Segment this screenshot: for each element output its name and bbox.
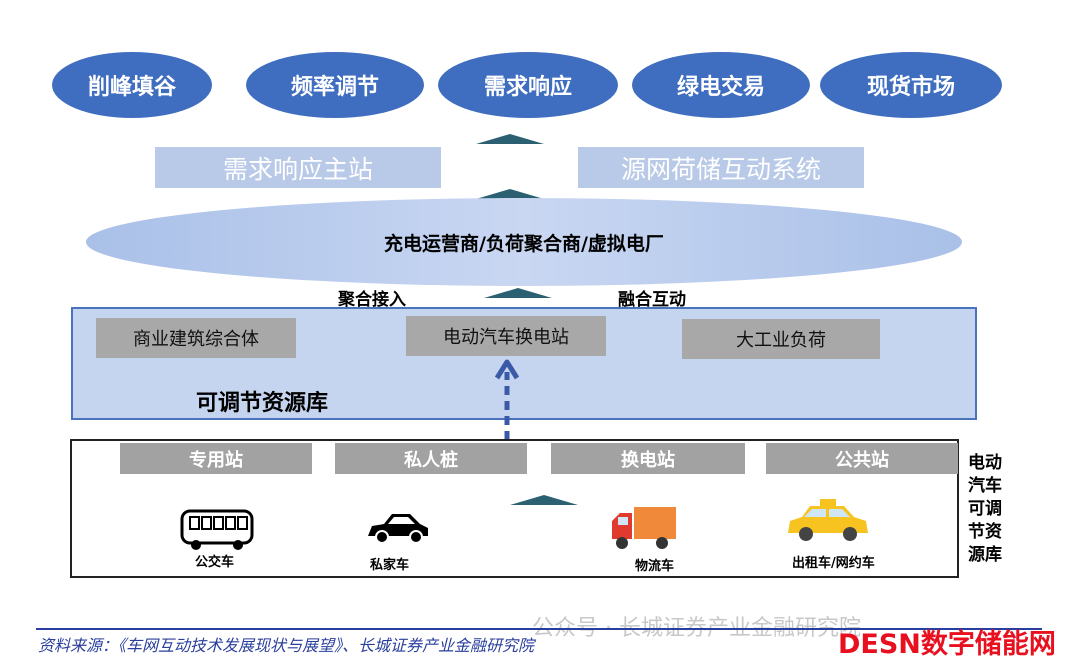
taxi-icon: [788, 499, 868, 541]
pool-title: 可调节资源库: [196, 391, 329, 416]
truck-icon: [612, 507, 676, 549]
aggregator-label: 充电运营商/负荷聚合商/虚拟电厂: [384, 232, 664, 255]
service-frequency-regulation: 频率调节: [246, 52, 424, 118]
pool-item-battery-swap-station: 电动汽车换电站: [406, 316, 606, 356]
car-icon: [368, 514, 428, 544]
station-battery-swap: 换电站: [551, 443, 745, 474]
service-spot-market: 现货市场: [820, 52, 1002, 118]
up-arrow-icon: [476, 189, 544, 199]
station-public: 公共站: [766, 443, 958, 474]
vehicle-truck-label: 物流车: [635, 559, 675, 574]
up-arrow-icon: [510, 495, 578, 505]
pool-item-industrial-load: 大工业负荷: [682, 319, 880, 359]
watermark: 公众号 · 长城证券产业金融研究院: [532, 616, 861, 641]
pool-item-commercial-complex: 商业建筑综合体: [96, 318, 296, 358]
service-peak-shaving: 削峰填谷: [52, 52, 212, 118]
brand-logo: DESN数字储能网: [838, 629, 1056, 660]
service-demand-response: 需求响应: [438, 52, 618, 118]
up-arrow-icon: [476, 134, 544, 144]
bus-icon: [180, 509, 254, 550]
up-arrow-icon: [484, 288, 552, 298]
source-grid-load-storage-system: 源网荷储互动系统: [578, 147, 864, 188]
station-dedicated: 专用站: [120, 443, 312, 474]
dashed-up-arrow-icon: [494, 359, 520, 440]
source-note: 资料来源：《车网互动技术发展现状与展望》、长城证券产业金融研究院: [38, 636, 535, 655]
ev-resource-side-label: 电动汽车可调节资源库: [968, 453, 1002, 565]
station-private: 私人桩: [335, 443, 527, 474]
demand-response-master-station: 需求响应主站: [155, 147, 441, 188]
link-label-interaction: 融合互动: [618, 290, 686, 310]
source-divider: [36, 628, 1042, 630]
vehicle-car-label: 私家车: [370, 558, 410, 573]
service-green-power-trading: 绿电交易: [632, 52, 810, 118]
link-label-aggregation: 聚合接入: [338, 290, 406, 310]
vehicle-bus-label: 公交车: [195, 555, 235, 570]
aggregator-ellipse: 充电运营商/负荷聚合商/虚拟电厂: [86, 198, 962, 286]
vehicle-taxi-label: 出租车/网约车: [792, 556, 875, 571]
